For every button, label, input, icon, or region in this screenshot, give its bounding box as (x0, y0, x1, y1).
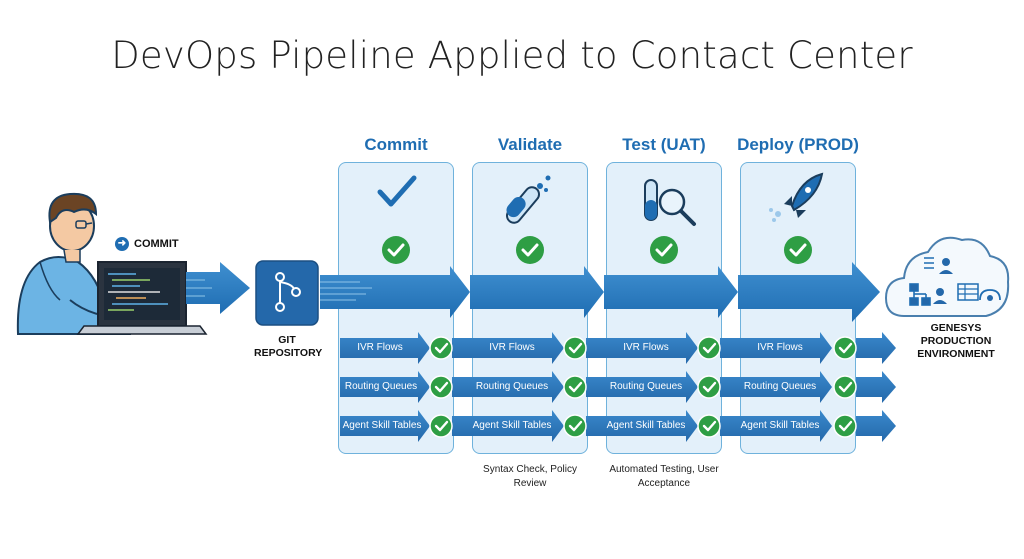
row-label-skills: Agent Skill Tables (606, 420, 686, 431)
check-circle-icon (516, 236, 544, 264)
row-label-ivr: IVR Flows (489, 342, 535, 353)
check-circle-icon (784, 236, 812, 264)
check-circle-icon (833, 375, 857, 399)
check-circle-icon (833, 336, 857, 360)
genesys-label: GENESYS PRODUCTION ENVIRONMENT (917, 322, 995, 360)
arrow-right-icon: ➜ (115, 237, 129, 251)
row-label-skills: Agent Skill Tables (472, 420, 552, 431)
check-circle-icon (697, 414, 721, 438)
row-label-ivr: IVR Flows (623, 342, 669, 353)
laptop-icon (76, 261, 208, 335)
row-label-ivr: IVR Flows (757, 342, 803, 353)
check-circle-icon (697, 375, 721, 399)
check-circle-icon (563, 414, 587, 438)
stage-label-deploy: Deploy (PROD) (737, 135, 859, 154)
validate-note: Syntax Check, Policy Review (483, 464, 577, 489)
checkmark-icon (377, 175, 417, 207)
check-circle-icon (429, 375, 453, 399)
check-circle-icon (563, 336, 587, 360)
commit-tag: ➜ COMMIT (115, 237, 179, 251)
test-tube-icon (506, 175, 551, 224)
cloud-icon (884, 236, 1010, 317)
commit-arrow (186, 262, 250, 314)
row-label-routing: Routing Queues (609, 381, 683, 392)
row-label-skills: Agent Skill Tables (740, 420, 820, 431)
row-label-routing: Routing Queues (344, 381, 418, 392)
stage-label-test: Test (UAT) (622, 135, 706, 154)
commit-tag-label: COMMIT (134, 238, 179, 250)
check-circle-icon (650, 236, 678, 264)
check-circle-icon (382, 236, 410, 264)
check-circle-icon (429, 336, 453, 360)
pipeline-band (320, 262, 880, 322)
row-check-badges (429, 336, 857, 438)
test-note: Automated Testing, User Acceptance (609, 464, 719, 489)
rocket-icon (769, 172, 824, 222)
magnifier-icon (644, 179, 696, 226)
stage-label-validate: Validate (497, 135, 563, 154)
git-repository-icon (255, 260, 319, 326)
stage-check-badges (382, 236, 812, 264)
check-circle-icon (697, 336, 721, 360)
row-label-routing: Routing Queues (743, 381, 817, 392)
git-repository-label: GIT REPOSITORY (254, 334, 323, 359)
row-label-routing: Routing Queues (475, 381, 549, 392)
check-circle-icon (563, 375, 587, 399)
check-circle-icon (429, 414, 453, 438)
row-label-ivr: IVR Flows (357, 342, 403, 353)
check-circle-icon (833, 414, 857, 438)
stage-label-commit: Commit (364, 135, 428, 154)
row-arrows (340, 332, 896, 442)
row-label-skills: Agent Skill Tables (342, 420, 422, 431)
page-title: DevOps Pipeline Applied to Contact Cente… (111, 34, 913, 77)
